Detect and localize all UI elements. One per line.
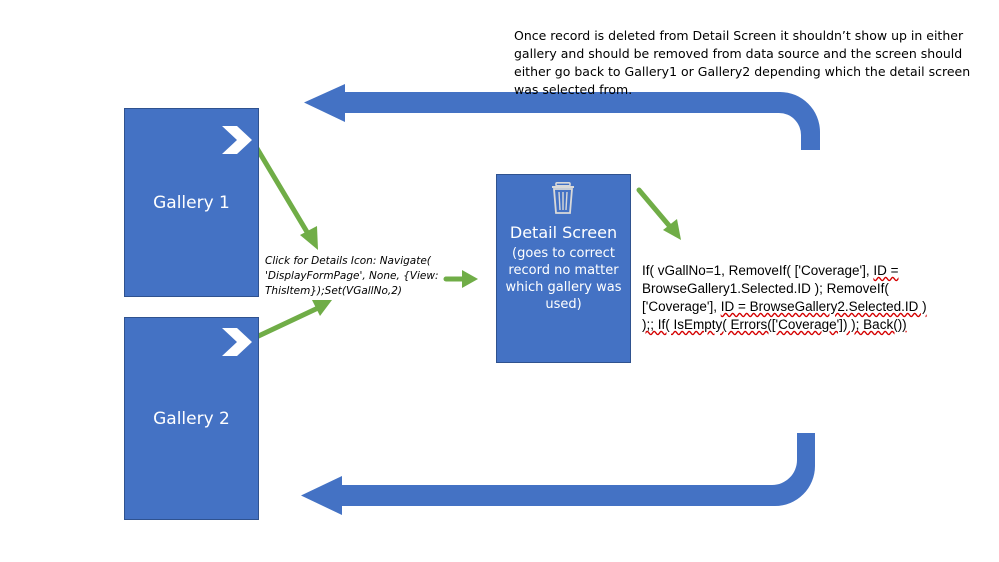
top-note: Once record is deleted from Detail Scree…: [514, 28, 971, 97]
formula-part-1: If( vGallNo=1, RemoveIf( ['Coverage'],: [642, 263, 874, 278]
chevron-right-icon[interactable]: [221, 325, 257, 359]
gallery-1-label: Gallery 1: [153, 192, 230, 213]
green-arrow-detail-to-formula: [636, 187, 675, 232]
gallery-2-label: Gallery 2: [153, 408, 230, 429]
formula-underlined-2: ID = BrowseGallery2.Selected.ID ) );; If…: [642, 299, 927, 332]
green-arrow-gallery2-head: [312, 300, 332, 316]
trash-icon[interactable]: [550, 182, 576, 214]
detail-screen-title: Detail Screen: [509, 223, 618, 242]
gallery-2-box[interactable]: Gallery 2: [124, 317, 259, 520]
formula-part-2: BrowseGallery1.Selected.ID ); RemoveIf( …: [642, 281, 889, 314]
return-arrow-bottom: [342, 433, 815, 506]
green-arrow-gallery1-to-note: [249, 137, 313, 240]
return-arrow-bottom-head: [301, 476, 342, 515]
formula-underlined-1: ID =: [873, 263, 899, 278]
click-for-details-note: Click for Details Icon: Navigate( 'Displ…: [265, 255, 439, 297]
detail-screen-subtitle: (goes to correct record no matter which …: [505, 246, 622, 312]
green-arrow-gallery2-to-note: [245, 305, 321, 344]
chevron-right-icon[interactable]: [221, 123, 257, 157]
green-arrow-detail-to-formula-head: [663, 219, 681, 240]
delete-formula-text: If( vGallNo=1, RemoveIf( ['Coverage'], I…: [642, 262, 942, 334]
return-arrow-top: [345, 92, 820, 150]
return-arrow-top-head: [304, 84, 345, 122]
detail-screen-box[interactable]: Detail Screen (goes to correct record no…: [496, 174, 631, 363]
gallery-1-box[interactable]: Gallery 1: [124, 108, 259, 297]
green-arrow-note-to-detail-head: [462, 270, 478, 288]
green-arrow-gallery1-head: [300, 226, 318, 250]
